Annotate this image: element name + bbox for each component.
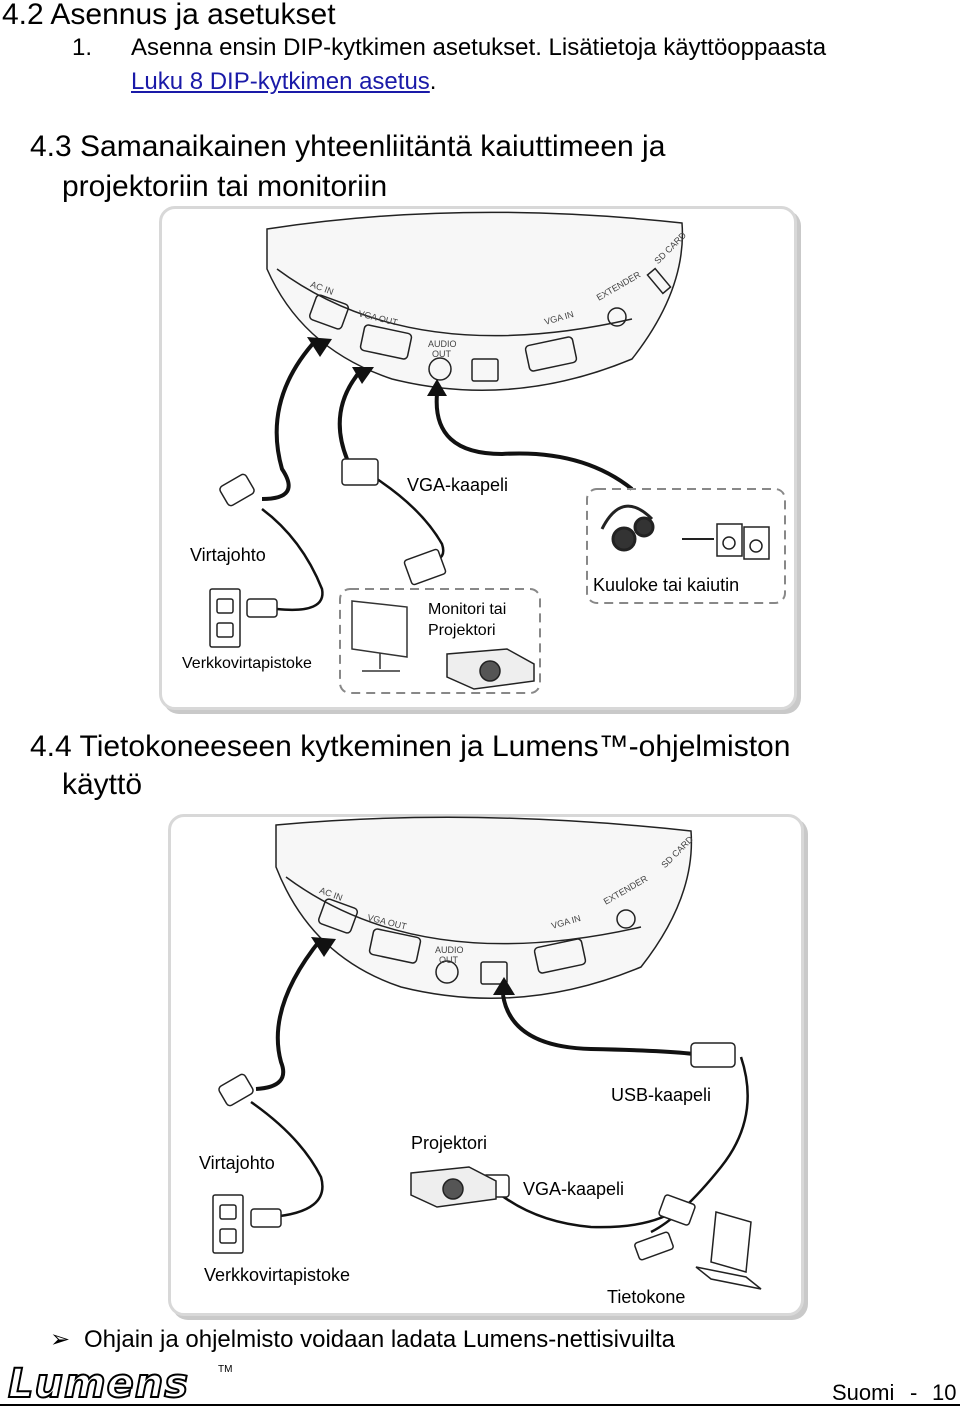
wall-outlet-icon <box>209 588 241 648</box>
note-bullet: ➢ <box>50 1326 71 1353</box>
headphone-icon <box>600 504 655 552</box>
section-4-3-heading: 4.3 Samanaikainen yhteenliitäntä kaiutti… <box>30 130 666 163</box>
connection-diagram-1 <box>209 211 786 694</box>
footer-language: Suomi <box>832 1380 895 1405</box>
laptop-icon <box>695 1211 762 1290</box>
vga-cable-label: VGA-kaapeli <box>523 1179 625 1199</box>
monitor-label: Monitori tai <box>428 601 507 618</box>
document-camera-base <box>275 816 693 999</box>
usb-cable-label: USB-kaapeli <box>611 1085 712 1105</box>
vga-cable-label: VGA-kaapeli <box>407 475 509 495</box>
wall-outlet-icon <box>212 1194 244 1254</box>
note-text: Ohjain ja ohjelmisto voidaan ladata Lume… <box>84 1326 675 1353</box>
connection-diagram-2 <box>212 816 762 1290</box>
port-audio-out-label: AUDIO <box>428 339 457 349</box>
dashed-boxes <box>339 488 786 694</box>
section-4-4-heading: 4.4 Tietokoneeseen kytkeminen ja Lumens™… <box>30 730 791 763</box>
section-4-4-heading-line2: käyttö <box>62 768 143 801</box>
outlet-label: Verkkovirtapistoke <box>182 655 312 672</box>
dip-switch-chapter-link[interactable]: Luku 8 DIP-kytkimen asetus <box>131 68 430 95</box>
page-number: 10 <box>932 1380 957 1405</box>
list-item-text: Asenna ensin DIP-kytkimen asetukset. Lis… <box>131 34 827 61</box>
trademark-mark: TM <box>218 1364 233 1375</box>
diagram-computer-connection: AC IN VGA OUT AUDIO OUT VGA IN EXTENDER … <box>168 814 804 1316</box>
link-suffix: . <box>429 68 437 95</box>
section-4-2-heading: 4.2 Asennus ja asetukset <box>2 0 336 31</box>
document-camera-base <box>266 211 684 391</box>
projector-label: Projektori <box>411 1133 488 1153</box>
computer-label: Tietokone <box>607 1287 686 1307</box>
diagram-speaker-projector: AC IN VGA OUT AUDIO OUT VGA IN EXTENDER … <box>159 206 797 710</box>
projector-icon <box>410 1166 497 1208</box>
port-audio-out-label-2: OUT <box>439 955 458 965</box>
arrow-heads <box>311 937 515 995</box>
speaker-icon <box>682 523 770 560</box>
headphone-speaker-label: Kuuloke tai kaiutin <box>593 575 740 595</box>
power-cord-label: Virtajohto <box>190 545 266 565</box>
list-item-number: 1. <box>72 34 93 61</box>
section-4-3-heading-line2: projektoriin tai monitoriin <box>62 170 388 203</box>
footer-separator: - <box>910 1380 918 1405</box>
port-audio-out-label: AUDIO <box>435 945 464 955</box>
plugs <box>218 1042 736 1261</box>
plugs <box>219 458 447 618</box>
outlet-label: Verkkovirtapistoke <box>204 1265 351 1285</box>
lumens-logo: Lumens <box>7 1361 190 1407</box>
power-cord-label: Virtajohto <box>199 1153 275 1173</box>
arrow-heads <box>307 337 447 396</box>
footer-divider <box>0 1404 960 1406</box>
monitor-icon <box>351 600 408 672</box>
port-audio-out-label-2: OUT <box>432 349 451 359</box>
projector-label: Projektori <box>428 622 496 639</box>
cables <box>250 937 749 1234</box>
projector-icon <box>446 648 535 690</box>
